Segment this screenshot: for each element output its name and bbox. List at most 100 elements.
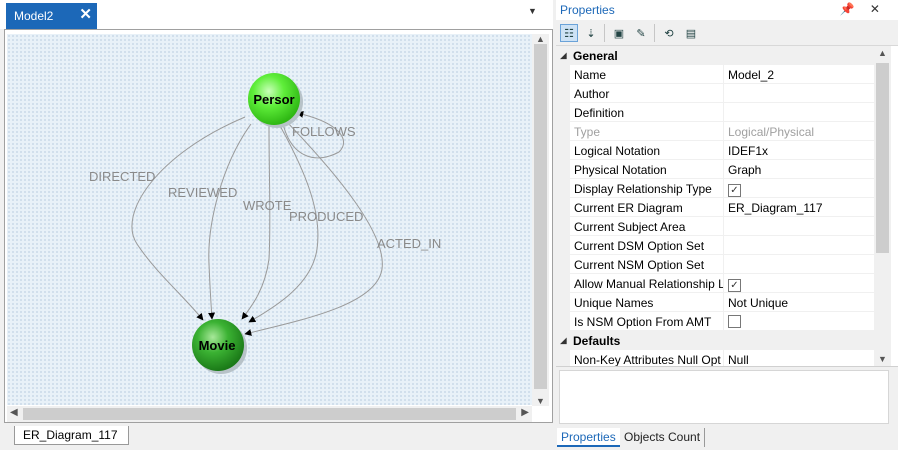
category-label: General [573, 48, 618, 63]
edge-acted-in[interactable] [244, 119, 383, 336]
tab-properties[interactable]: Properties [557, 428, 620, 447]
diagram-svg: DIRECTED REVIEWED WROTE PRODUCED ACTED_I… [89, 73, 441, 374]
edge-produced[interactable] [248, 123, 319, 323]
property-value[interactable]: ER_Diagram_117 [728, 201, 823, 215]
panel-title: Properties 📌 ✕ [556, 0, 898, 20]
book-icon[interactable]: ▤ [685, 27, 697, 40]
scroll-thumb[interactable] [876, 63, 889, 253]
property-row-definition[interactable]: Definition [556, 103, 874, 122]
property-row-is-nsm-option-from-amt[interactable]: Is NSM Option From AMT [556, 312, 874, 331]
category-defaults[interactable]: ◢ Defaults [556, 331, 874, 350]
collapse-icon[interactable]: ◢ [560, 51, 567, 60]
canvas-horizontal-scrollbar[interactable]: ◀ ▶ [7, 406, 532, 422]
edge-label-acted-in: ACTED_IN [377, 236, 441, 251]
property-row-allow-manual-relationship[interactable]: Allow Manual Relationship L ✓ [556, 274, 874, 293]
property-name: Unique Names [570, 293, 724, 311]
scroll-thumb[interactable] [534, 44, 547, 389]
property-value[interactable]: Not Unique [728, 296, 789, 310]
scroll-up-icon[interactable]: ▲ [536, 34, 545, 44]
property-value[interactable] [724, 255, 874, 273]
scroll-down-icon[interactable]: ▼ [536, 396, 545, 406]
tab-model2[interactable]: Model2 ✕ [6, 3, 97, 28]
chevron-down-icon[interactable]: ▼ [528, 6, 537, 16]
property-pages-icon[interactable]: ▣ [613, 27, 625, 40]
property-name: Display Relationship Type [570, 179, 724, 197]
category-label: Defaults [573, 333, 621, 348]
property-name: Current DSM Option Set [570, 236, 724, 254]
property-value[interactable]: Model_2 [728, 68, 775, 82]
node-movie[interactable]: Movie [192, 319, 247, 374]
edit-icon[interactable]: ✎ [636, 27, 646, 40]
scroll-up-icon[interactable]: ▲ [878, 48, 887, 58]
tab-objects-count[interactable]: Objects Count [620, 428, 706, 447]
property-value[interactable] [724, 217, 874, 235]
checkbox-checked[interactable]: ✓ [728, 184, 741, 197]
property-name: Current Subject Area [570, 217, 724, 235]
node-label-person: Persor [253, 92, 294, 107]
edge-label-wrote: WROTE [243, 198, 292, 213]
checkbox-unchecked[interactable] [728, 315, 741, 328]
property-value[interactable]: Graph [728, 163, 762, 177]
property-value[interactable] [724, 84, 874, 102]
scroll-right-icon[interactable]: ▶ [521, 407, 529, 418]
property-name: Allow Manual Relationship L [570, 274, 724, 292]
property-row-current-dsm-option-set[interactable]: Current DSM Option Set [556, 236, 874, 255]
properties-toolbar: ☷ ⇣ ▣ ✎ ⟲ ▤ [556, 20, 898, 46]
property-row-display-relationship-type[interactable]: Display Relationship Type ✓ [556, 179, 874, 198]
property-row-name[interactable]: Name Model_2 [556, 65, 874, 84]
canvas-vertical-scrollbar[interactable]: ▲ ▼ [532, 34, 549, 406]
panel-title-text: Properties [560, 3, 615, 17]
property-row-current-er-diagram[interactable]: Current ER Diagram ER_Diagram_117 [556, 198, 874, 217]
property-row-non-key-attributes-null-opt[interactable]: Non-Key Attributes Null Opt Null [556, 350, 874, 366]
scroll-down-icon[interactable]: ▼ [878, 354, 887, 364]
property-name: Current ER Diagram [570, 198, 724, 216]
property-name: Current NSM Option Set [570, 255, 724, 273]
tab-er-diagram[interactable]: ER_Diagram_117 [14, 426, 129, 445]
tab-title: Model2 [14, 8, 54, 23]
property-grid: ◢ General Name Model_2 Author Definition… [556, 46, 874, 366]
node-person[interactable]: Persor [248, 73, 303, 128]
property-name: Logical Notation [570, 141, 724, 159]
property-row-physical-notation[interactable]: Physical Notation Graph [556, 160, 874, 179]
property-name: Author [570, 84, 724, 102]
property-row-current-subject-area[interactable]: Current Subject Area [556, 217, 874, 236]
edge-label-follows: FOLLOWS [292, 124, 356, 139]
property-value[interactable]: Null [728, 353, 749, 366]
scroll-thumb[interactable] [23, 408, 516, 420]
property-value[interactable] [724, 103, 874, 121]
scroll-left-icon[interactable]: ◀ [10, 407, 18, 418]
property-value[interactable] [724, 236, 874, 254]
property-value[interactable]: IDEF1x [728, 144, 769, 158]
panel-pin-close-icons[interactable]: 📌 ✕ [839, 2, 886, 16]
alphabetical-sort-icon[interactable]: ⇣ [586, 27, 596, 40]
property-row-logical-notation[interactable]: Logical Notation IDEF1x [556, 141, 874, 160]
diagram-canvas[interactable]: DIRECTED REVIEWED WROTE PRODUCED ACTED_I… [7, 34, 532, 405]
refresh-icon[interactable]: ⟲ [664, 27, 674, 40]
properties-panel: Properties 📌 ✕ ☷ ⇣ ▣ ✎ ⟲ ▤ ◢ General Nam… [556, 0, 898, 450]
property-row-unique-names[interactable]: Unique Names Not Unique [556, 293, 874, 312]
property-name: Is NSM Option From AMT [570, 312, 724, 330]
edge-directed[interactable] [131, 116, 246, 321]
property-name: Type [570, 122, 724, 140]
description-area [556, 366, 898, 426]
property-grid-scrollbar[interactable]: ▲ ▼ [874, 46, 891, 366]
property-name: Name [570, 65, 724, 83]
panel-tabstrip: Properties Objects Count [556, 426, 898, 450]
property-value: Logical/Physical [728, 125, 815, 139]
collapse-icon[interactable]: ◢ [560, 336, 567, 345]
edge-follows[interactable] [282, 110, 344, 159]
edge-label-produced: PRODUCED [289, 209, 363, 224]
edge-wrote[interactable] [241, 125, 271, 320]
property-row-type: Type Logical/Physical [556, 122, 874, 141]
category-general[interactable]: ◢ General [556, 46, 874, 65]
categorized-icon[interactable]: ☷ [560, 24, 578, 42]
property-row-author[interactable]: Author [556, 84, 874, 103]
edge-label-directed: DIRECTED [89, 169, 155, 184]
description-box [559, 370, 889, 424]
toolbar-separator [604, 24, 605, 42]
close-icon[interactable]: ✕ [79, 6, 92, 23]
property-row-current-nsm-option-set[interactable]: Current NSM Option Set [556, 255, 874, 274]
edge-reviewed[interactable] [208, 123, 252, 320]
checkbox-checked[interactable]: ✓ [728, 279, 741, 292]
node-label-movie: Movie [199, 338, 236, 353]
